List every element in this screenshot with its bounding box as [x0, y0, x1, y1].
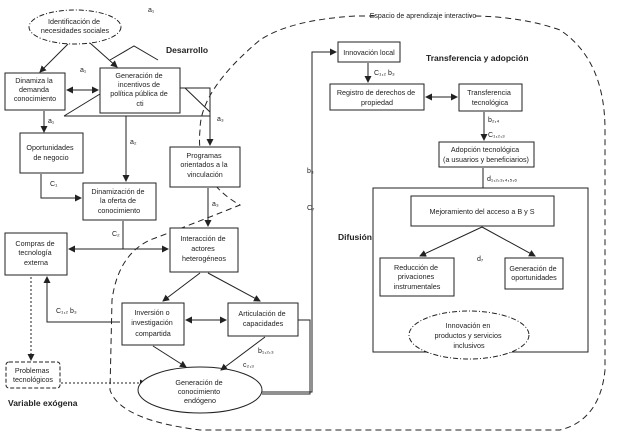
node-programas-vinculacion: [169, 146, 241, 188]
node-dinamiza-demanda: [4, 72, 66, 111]
section-desarrollo: Desarrollo: [166, 45, 208, 55]
edge-inversion-generacion: [152, 345, 187, 368]
label-d7: d₇: [477, 256, 484, 263]
node-innovacion-local: [337, 41, 401, 63]
node-innovacion-local-text: Innovación local: [343, 48, 395, 57]
node-dinamiza-demanda-text: Dinamiza la demanda conocimiento: [14, 76, 56, 103]
node-mejoramiento-text: Mejoramiento del acceso a B y S: [429, 207, 534, 216]
node-problemas: [5, 361, 61, 389]
label-a1-left: a₁: [48, 118, 55, 125]
node-interaccion-actores: [169, 227, 239, 273]
label-c12-b3: C₁,₂ b₃: [56, 308, 77, 315]
edge-mejoramiento-reduccion: [419, 226, 483, 257]
node-programas-vinculacion-text: Programas orientados a la vinculación: [180, 151, 229, 179]
node-generacion-conocimiento-text: Generación de conocimiento endógeno: [175, 378, 224, 405]
node-compras-tecnologia-text: Compras de tecnología externa: [15, 239, 56, 267]
section-variable-exogena: Variable exógena: [8, 398, 78, 408]
label-a3-right: a₃: [217, 116, 224, 123]
edge-mejoramiento-oportunidades: [481, 226, 536, 257]
section-transferencia: Transferencia y adopción: [426, 53, 529, 63]
label-c2: C₂: [112, 231, 120, 238]
node-reduccion: [379, 257, 455, 297]
node-oportunidades-negocio-text: Oportunidades de negocio: [26, 143, 75, 162]
label-d123456: d₁,₂,₃,₄,₅,₆: [487, 176, 517, 183]
node-reduccion-text: Reducción de privaciones instrumentales: [394, 263, 441, 291]
node-registro-derechos: [329, 83, 425, 111]
node-dinamizacion-oferta-text: Dinamización de la oferta de conocimient…: [91, 187, 146, 215]
node-articulacion: [227, 302, 299, 337]
edge-oportunidades-oferta: [40, 174, 82, 202]
label-b3-vertical: b₃: [307, 168, 314, 175]
node-transferencia-tec: [458, 83, 523, 112]
label-b24: b₂,₄: [488, 117, 500, 124]
node-adopcion: [438, 141, 535, 168]
edge-generacion-innovacion: [262, 48, 337, 393]
node-articulacion-text: Articulación de capacidades: [238, 309, 287, 328]
edge-interaccion-inversion: [162, 272, 201, 302]
node-adopcion-text: Adopción tecnológica (a usuarios y benef…: [443, 145, 529, 164]
label-c7-vertical: C₇: [307, 205, 315, 212]
node-identificacion-text: Identificación de necesidades sociales: [41, 17, 110, 35]
node-dinamizacion-oferta: [82, 182, 157, 221]
label-c12-b3-innov: C₁,₂ b₃: [374, 70, 395, 77]
label-b123: b₁,₂,₃: [258, 348, 274, 355]
label-c123: C₁,₂,₃: [488, 132, 505, 139]
edge-articulacion-generacion: [220, 336, 266, 371]
label-c23: c₂,₃: [243, 362, 254, 369]
node-innovacion-inclusivos: [408, 310, 530, 360]
label-a3-prog: a₃: [212, 201, 219, 208]
node-generacion-oportunidades-text: Generación de oportunidades: [509, 264, 558, 282]
decor-platform: [63, 87, 211, 117]
node-transferencia-tec-text: Transferencia tecnológica: [467, 88, 513, 107]
interactive-space-boundary: [109, 15, 606, 431]
node-inversion: [121, 302, 185, 346]
edge-inversion-compras: [43, 276, 120, 323]
node-inversion-text: Inversión o investigación compartida: [131, 308, 175, 338]
edge-interaccion-articulacion: [207, 272, 261, 302]
label-a1-mid: a₁: [80, 67, 87, 74]
edge-ident-demanda: [39, 43, 69, 73]
label-c1: C₁: [50, 181, 58, 188]
interactive-space-label: Espacio de aprendizaje interactivo: [370, 13, 477, 20]
node-compras-tecnologia: [4, 232, 68, 276]
label-a2-center: a₂: [130, 139, 137, 146]
node-generacion-oportunidades: [504, 257, 564, 290]
node-generacion-conocimiento: [137, 366, 263, 414]
node-problemas-text: Problemas tecnológicos: [13, 366, 53, 384]
node-registro-derechos-text: Registro de derechos de propiedad: [337, 88, 417, 107]
label-a1-top: a₁: [148, 7, 155, 14]
node-generacion-incentivos: [99, 67, 181, 114]
edge-ident-incentivos: [89, 42, 118, 68]
node-innovacion-inclusivos-text: Innovación en productos y servicios incl…: [434, 321, 503, 350]
edge-articulacion-loop: [262, 319, 311, 395]
node-interaccion-actores-text: Interacción de actores heterogéneos: [180, 234, 227, 263]
node-generacion-incentivos-text: Generación de incentivos de política púb…: [110, 71, 170, 108]
decor-roof: [109, 45, 159, 61]
node-oportunidades-negocio: [19, 132, 84, 174]
section-difusion: Difusión: [338, 232, 372, 242]
node-mejoramiento: [410, 195, 555, 227]
node-identificacion: [28, 9, 122, 45]
